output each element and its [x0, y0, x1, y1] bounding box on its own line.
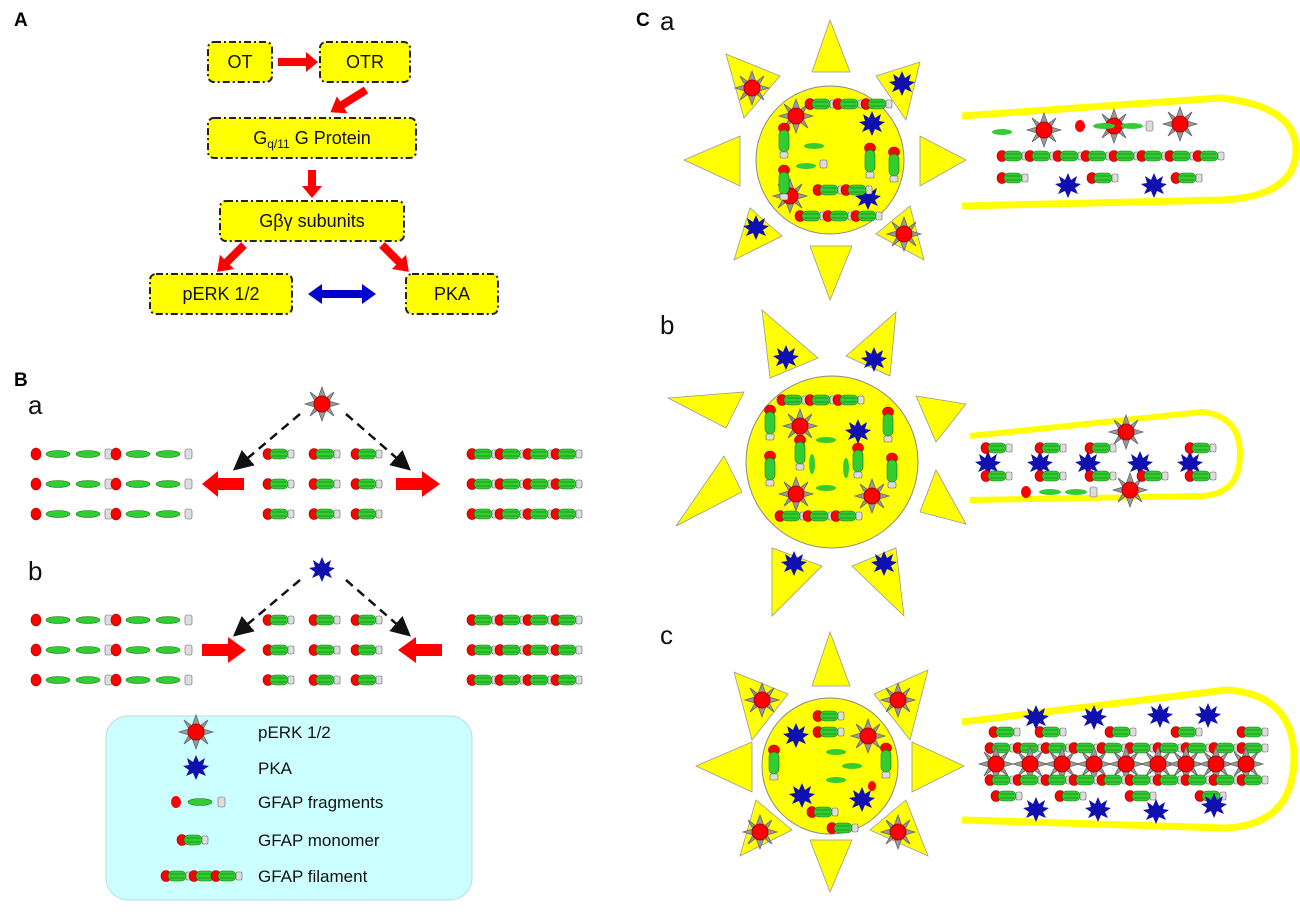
panel-a-label: A: [14, 10, 28, 31]
bb-pka-icon: [309, 557, 335, 582]
ba-dashed-right: [345, 413, 412, 471]
panel-c-sub-c: c: [660, 620, 673, 650]
node-otr-label: OTR: [346, 52, 384, 72]
ba-arrow-to-filaments: [396, 471, 440, 497]
node-gbg-subunits: Gβγ subunits: [219, 200, 405, 242]
node-gq-label: Gq/11 G Protein: [253, 128, 371, 151]
ba-arrow-to-fragments: [202, 471, 244, 497]
panel-b-sub-b: b: [28, 556, 42, 586]
legend-label-0: pERK 1/2: [258, 723, 331, 742]
node-ot: OT: [207, 41, 273, 83]
legend-fragments-icon: [171, 796, 226, 808]
node-gq-protein: Gq/11 G Protein: [207, 117, 417, 159]
cell-a-process: [961, 94, 1300, 210]
cell-b-process: [969, 408, 1244, 503]
panel-c-label: C: [636, 10, 650, 31]
arrow-ot-to-otr: [278, 52, 318, 72]
node-gbg-label: Gβγ subunits: [259, 211, 364, 231]
node-pka-label: PKA: [434, 284, 470, 304]
node-pka: PKA: [405, 273, 499, 315]
node-perk: pERK 1/2: [149, 273, 293, 315]
legend-filament-icon: [160, 870, 243, 882]
arrow-gbg-to-pka: [379, 242, 409, 272]
legend-label-2: GFAP fragments: [258, 793, 383, 812]
legend-label-3: GFAP monomer: [258, 831, 380, 850]
arrow-otr-to-gq: [330, 86, 369, 114]
legend-monomer-icon: [176, 834, 209, 846]
bb-fragments: [30, 613, 193, 687]
panel-c-sub-a: a: [660, 6, 675, 36]
panel-b-label: B: [14, 370, 28, 391]
ba-dashed-left: [232, 413, 301, 471]
arrow-gq-to-gbg: [302, 170, 322, 198]
ba-filaments: [466, 448, 583, 520]
legend-label-4: GFAP filament: [258, 867, 368, 886]
arrow-perk-pka-bidirectional: [308, 284, 376, 304]
node-ot-label: OT: [228, 52, 253, 72]
cell-c-process: [961, 686, 1298, 832]
ba-fragments: [30, 447, 193, 521]
arrow-gbg-to-perk: [217, 242, 247, 272]
legend-perk-icon: [178, 714, 214, 750]
bb-filaments: [466, 614, 583, 686]
node-perk-label: pERK 1/2: [182, 284, 259, 304]
legend: pERK 1/2 PKA GFAP fragments GFAP monomer…: [105, 714, 473, 901]
ba-monomers: [262, 448, 383, 520]
bb-arrow-to-monomers: [202, 637, 246, 663]
node-otr: OTR: [319, 41, 411, 83]
ba-perk-icon: [304, 386, 340, 422]
cell-a: [683, 18, 1300, 302]
panel-b-sub-a: a: [28, 390, 43, 420]
cell-b: [666, 309, 1244, 618]
bb-arrow-from-filaments: [398, 637, 442, 663]
bb-dashed-right: [345, 579, 412, 637]
legend-label-1: PKA: [258, 759, 293, 778]
bb-monomers: [262, 614, 383, 686]
panel-c-sub-b: b: [660, 310, 674, 340]
bb-dashed-left: [232, 579, 301, 637]
cell-c: [695, 630, 1298, 894]
